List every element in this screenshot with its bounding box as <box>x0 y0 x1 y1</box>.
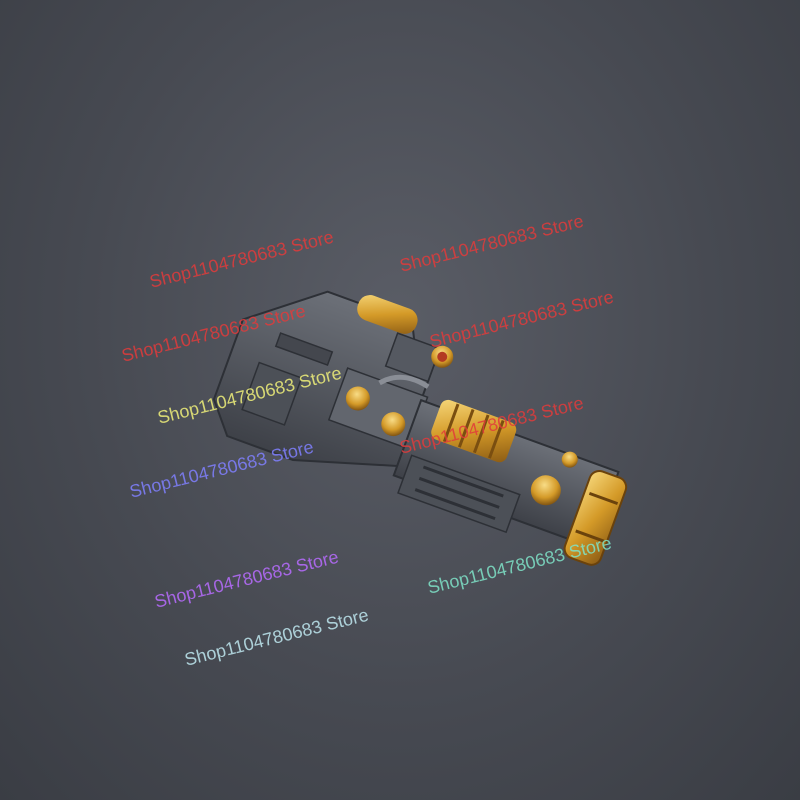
weapon-body <box>212 290 628 566</box>
top-gold-cylinder <box>357 295 418 334</box>
gold-stud <box>345 386 370 411</box>
gold-muzzle <box>563 469 628 566</box>
gold-stud <box>381 412 406 437</box>
gold-stud <box>530 475 561 506</box>
red-lens <box>437 351 448 362</box>
